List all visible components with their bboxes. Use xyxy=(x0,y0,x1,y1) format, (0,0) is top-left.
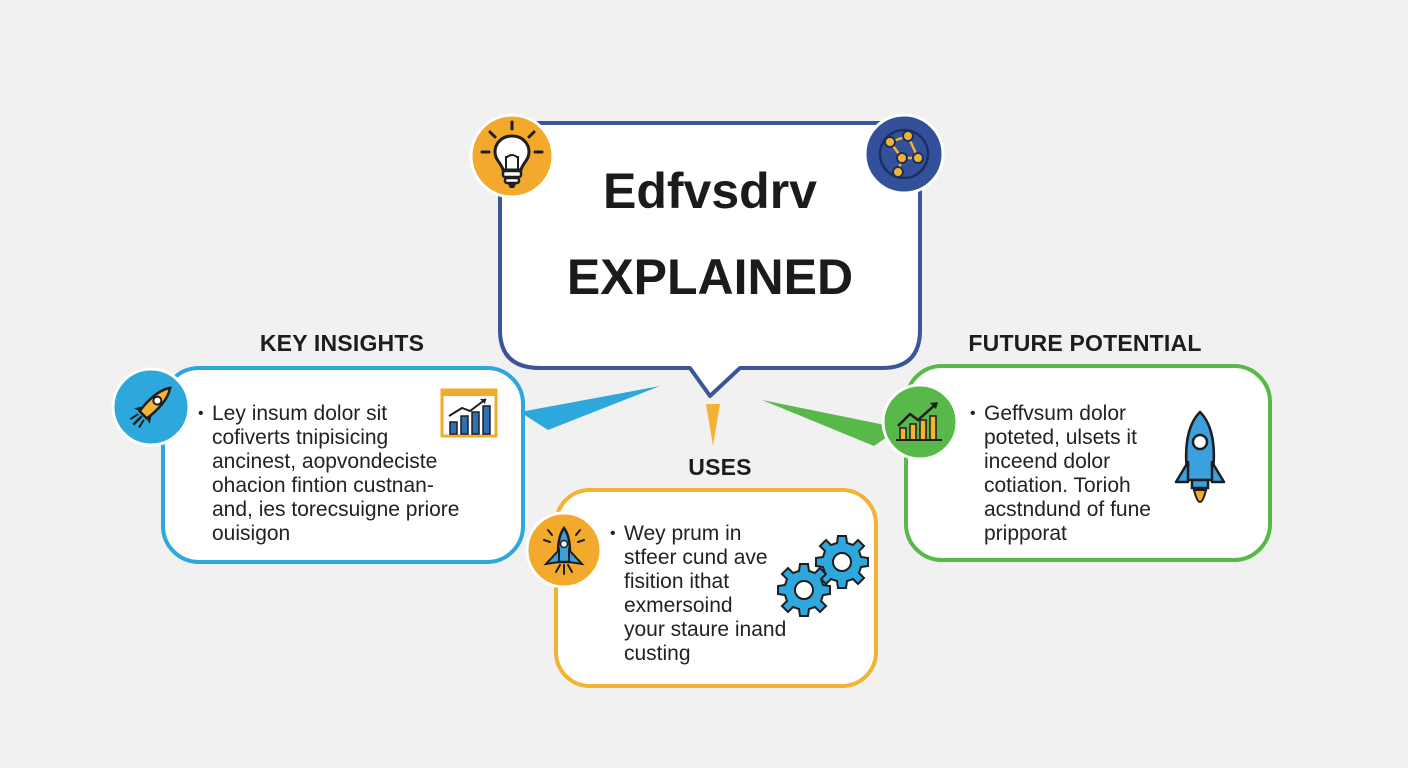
future-potential-box xyxy=(904,364,1272,562)
list-item: your staure inand xyxy=(624,618,787,641)
lightbulb-icon xyxy=(469,113,555,199)
spaceship-icon xyxy=(525,511,603,589)
list-item: poteted, ulsets it xyxy=(984,426,1137,449)
future-potential-label: FUTURE POTENTIAL xyxy=(968,330,1202,356)
connector-to-uses xyxy=(706,404,720,446)
list-item: •Ley insum dolor sit xyxy=(198,402,388,425)
list-item: ouisigon xyxy=(212,522,291,545)
list-item: fisition ithat xyxy=(624,570,730,593)
uses-box xyxy=(554,488,878,688)
list-item: stfeer cund ave xyxy=(624,546,768,569)
list-item: inceend dolor xyxy=(984,450,1111,473)
list-item: acstndund of fune xyxy=(984,498,1151,521)
uses-text: •Wey prum in stfeer cund ave fisition it… xyxy=(610,522,786,666)
rocket-icon xyxy=(1174,410,1226,503)
list-item: ohacion fintion custnan- xyxy=(212,474,434,497)
future-potential-text: •Geffvsum dolor poteted, ulsets it incee… xyxy=(970,402,1151,546)
key-insights-label: KEY INSIGHTS xyxy=(259,330,425,356)
connector-to-future-potential xyxy=(762,400,900,446)
list-item: •Wey prum in xyxy=(610,522,742,545)
rocket-icon xyxy=(111,367,191,447)
network-icon xyxy=(863,113,945,195)
key-insights-text: •Ley insum dolor sit cofiverts tnipisici… xyxy=(198,402,459,546)
list-item: cotiation. Torioh xyxy=(984,474,1131,497)
title-line-1: Edfvsdrv xyxy=(603,163,817,219)
uses-label: USES xyxy=(688,454,752,480)
gears-icon xyxy=(777,535,869,617)
key-insights-box xyxy=(161,366,525,564)
list-item: cofiverts tnipisicing xyxy=(212,426,389,449)
list-item: exmersoind xyxy=(624,594,733,617)
bar-chart-icon xyxy=(440,388,498,438)
list-item: custing xyxy=(624,642,691,665)
list-item: ancinest, aopvondeciste xyxy=(212,450,438,473)
growth-chart-icon xyxy=(881,383,959,461)
list-item: •Geffvsum dolor xyxy=(970,402,1127,425)
title-line-2: EXPLAINED xyxy=(566,249,854,305)
connector-to-key-insights xyxy=(520,386,660,430)
page-title: Edfvsdrv EXPLAINED xyxy=(500,158,920,310)
list-item: and, ies torecsuigne priore xyxy=(212,498,460,521)
list-item: pripporat xyxy=(984,522,1067,545)
